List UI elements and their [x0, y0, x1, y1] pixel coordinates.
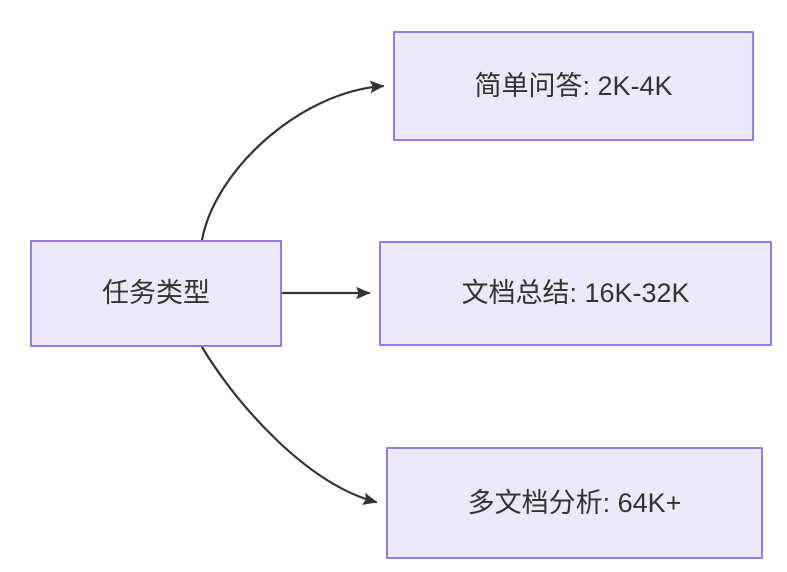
- node-multi-doc-label: 多文档分析: 64K+: [467, 487, 682, 518]
- node-doc-summary-label: 文档总结: 16K-32K: [461, 278, 690, 309]
- edge-root-to-simple-qa: [200, 80, 385, 242]
- node-simple-qa-label: 简单问答: 2K-4K: [474, 70, 673, 101]
- node-task-type[interactable]: 任务类型: [30, 240, 282, 347]
- node-simple-qa[interactable]: 简单问答: 2K-4K: [393, 31, 754, 141]
- node-multi-doc[interactable]: 多文档分析: 64K+: [386, 447, 763, 559]
- node-doc-summary[interactable]: 文档总结: 16K-32K: [379, 241, 772, 346]
- edge-root-to-multi-doc: [200, 345, 378, 505]
- node-task-type-label: 任务类型: [102, 278, 210, 309]
